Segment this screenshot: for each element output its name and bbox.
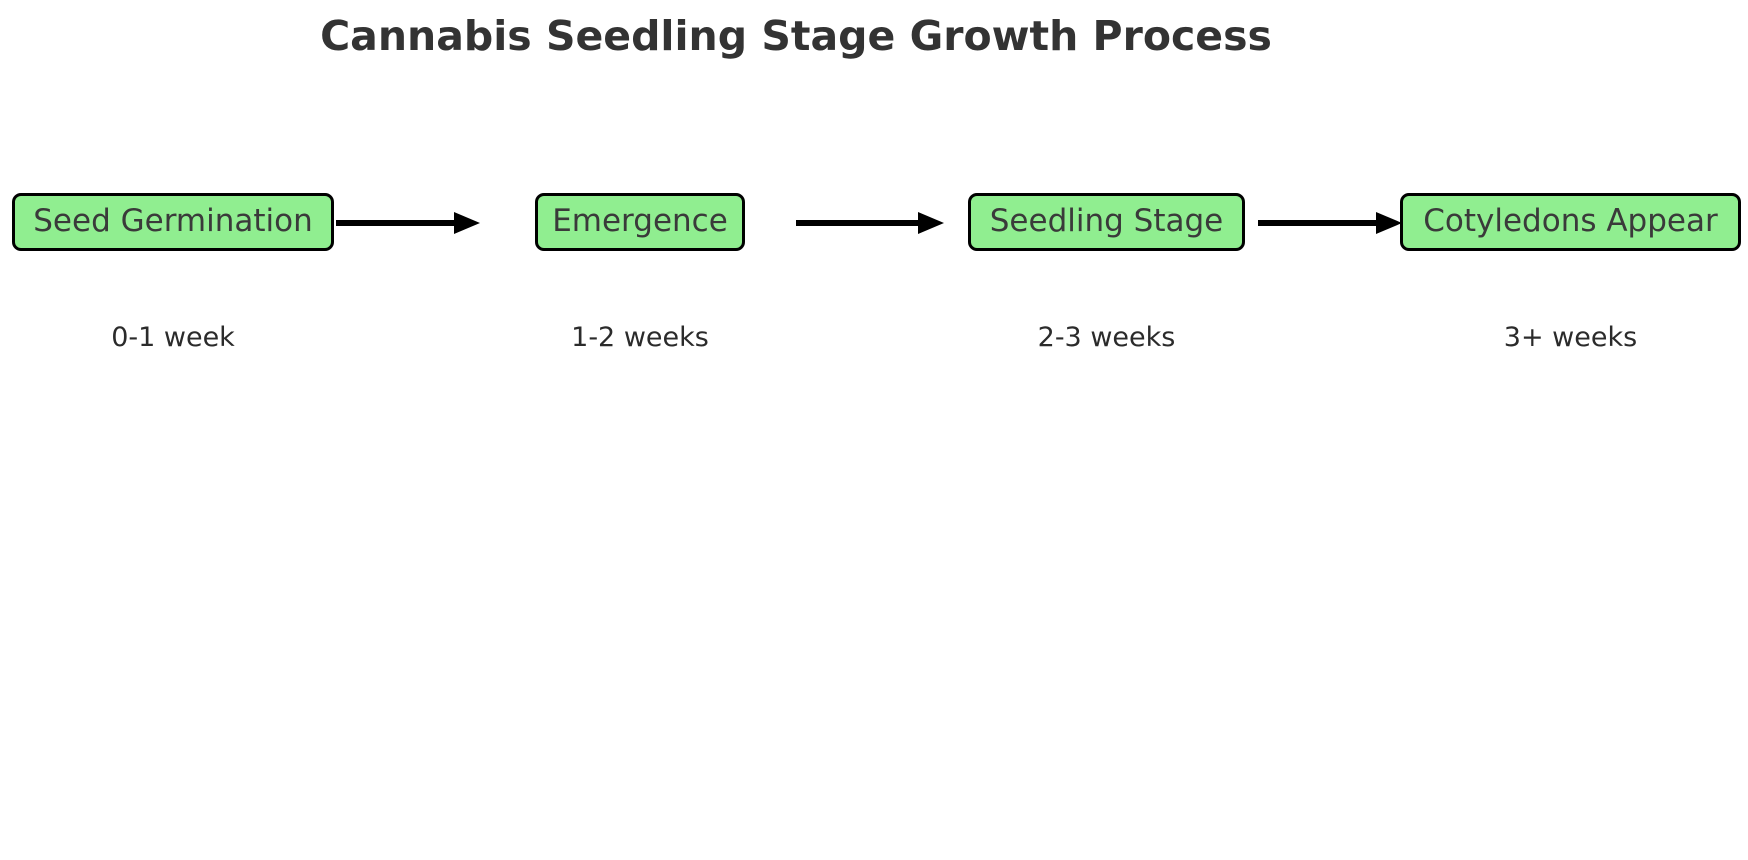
page-title: Cannabis Seedling Stage Growth Process <box>320 12 1272 60</box>
arrow-emergence-to-seedling <box>796 206 944 240</box>
stage-node-2[interactable]: Seedling Stage <box>968 193 1245 251</box>
stage-duration-caption-0: 0-1 week <box>111 322 235 353</box>
stage-duration-caption-3: 3+ weeks <box>1503 322 1638 353</box>
arrow-seedling-to-cotyledons <box>1258 206 1402 240</box>
stage-node-label: Seed Germination <box>33 202 313 239</box>
stage-node-label: Emergence <box>552 202 728 239</box>
stage-node-label: Seedling Stage <box>989 202 1224 239</box>
stage-duration-caption-2: 2-3 weeks <box>1037 322 1176 353</box>
stage-node-3[interactable]: Cotyledons Appear <box>1400 193 1741 251</box>
arrow-germination-to-emergence <box>336 206 480 240</box>
stage-duration-caption-1: 1-2 weeks <box>571 322 709 353</box>
stage-node-label: Cotyledons Appear <box>1423 202 1718 239</box>
stage-node-1[interactable]: Emergence <box>535 193 745 251</box>
stage-node-0[interactable]: Seed Germination <box>12 193 334 251</box>
